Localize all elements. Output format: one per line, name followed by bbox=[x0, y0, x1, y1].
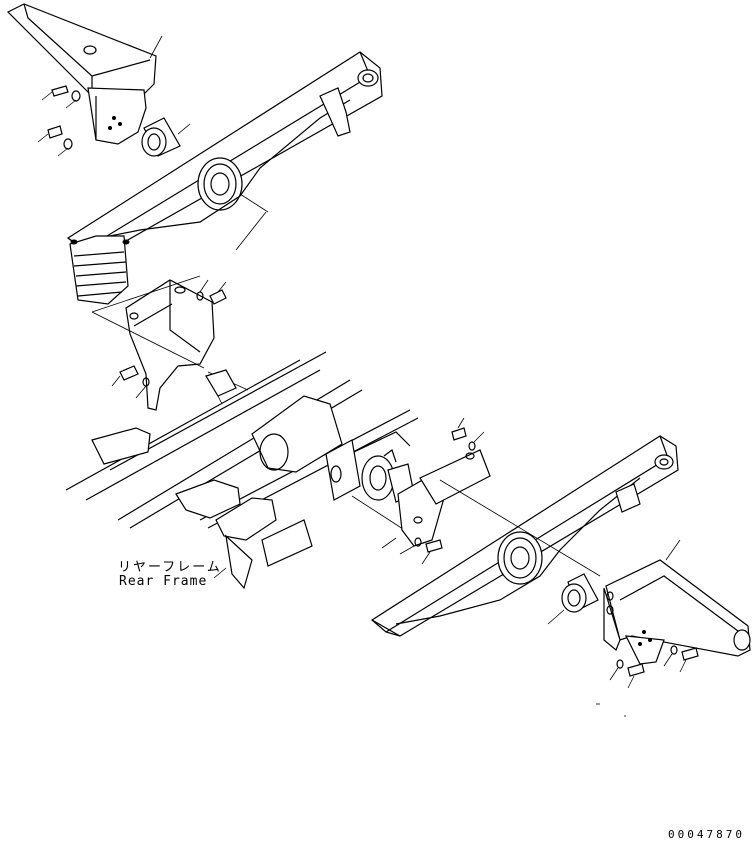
lower-equalizer-beam bbox=[370, 435, 679, 637]
rear-frame-label-en: Rear Frame bbox=[119, 574, 208, 589]
lower-bracket bbox=[603, 539, 751, 665]
upper-bolt-1 bbox=[41, 85, 69, 101]
center-bolt-top bbox=[209, 281, 227, 305]
upper-washer-1 bbox=[65, 90, 81, 109]
right-washer-top bbox=[468, 431, 485, 451]
right-bolt-low bbox=[421, 539, 443, 565]
upper-bushing bbox=[141, 117, 191, 157]
right-mount-bracket bbox=[381, 449, 491, 549]
lower-washer-left bbox=[609, 659, 624, 681]
upper-bolt-2 bbox=[37, 125, 63, 143]
right-washer-low bbox=[399, 537, 422, 555]
rear-frame-label-jp: リヤーフレーム bbox=[118, 560, 222, 575]
right-bolt-top bbox=[451, 417, 467, 441]
upper-washer-2 bbox=[57, 138, 73, 157]
suspension-cylinder bbox=[69, 235, 130, 305]
drawing-code: 00047870 bbox=[668, 828, 745, 841]
rear-frame bbox=[65, 351, 421, 590]
lower-bushing bbox=[547, 573, 599, 625]
center-bolt-left bbox=[111, 365, 139, 387]
lower-washer-right bbox=[663, 645, 678, 667]
center-mount-bracket bbox=[91, 275, 215, 411]
center-washer-top bbox=[196, 279, 209, 301]
stray-marks bbox=[596, 703, 626, 717]
upper-bracket bbox=[6, 3, 163, 145]
rear-frame-leader bbox=[213, 567, 227, 579]
lower-bolt-left bbox=[627, 663, 645, 689]
center-washer-left bbox=[135, 377, 150, 399]
lower-bolt-right bbox=[679, 647, 699, 673]
